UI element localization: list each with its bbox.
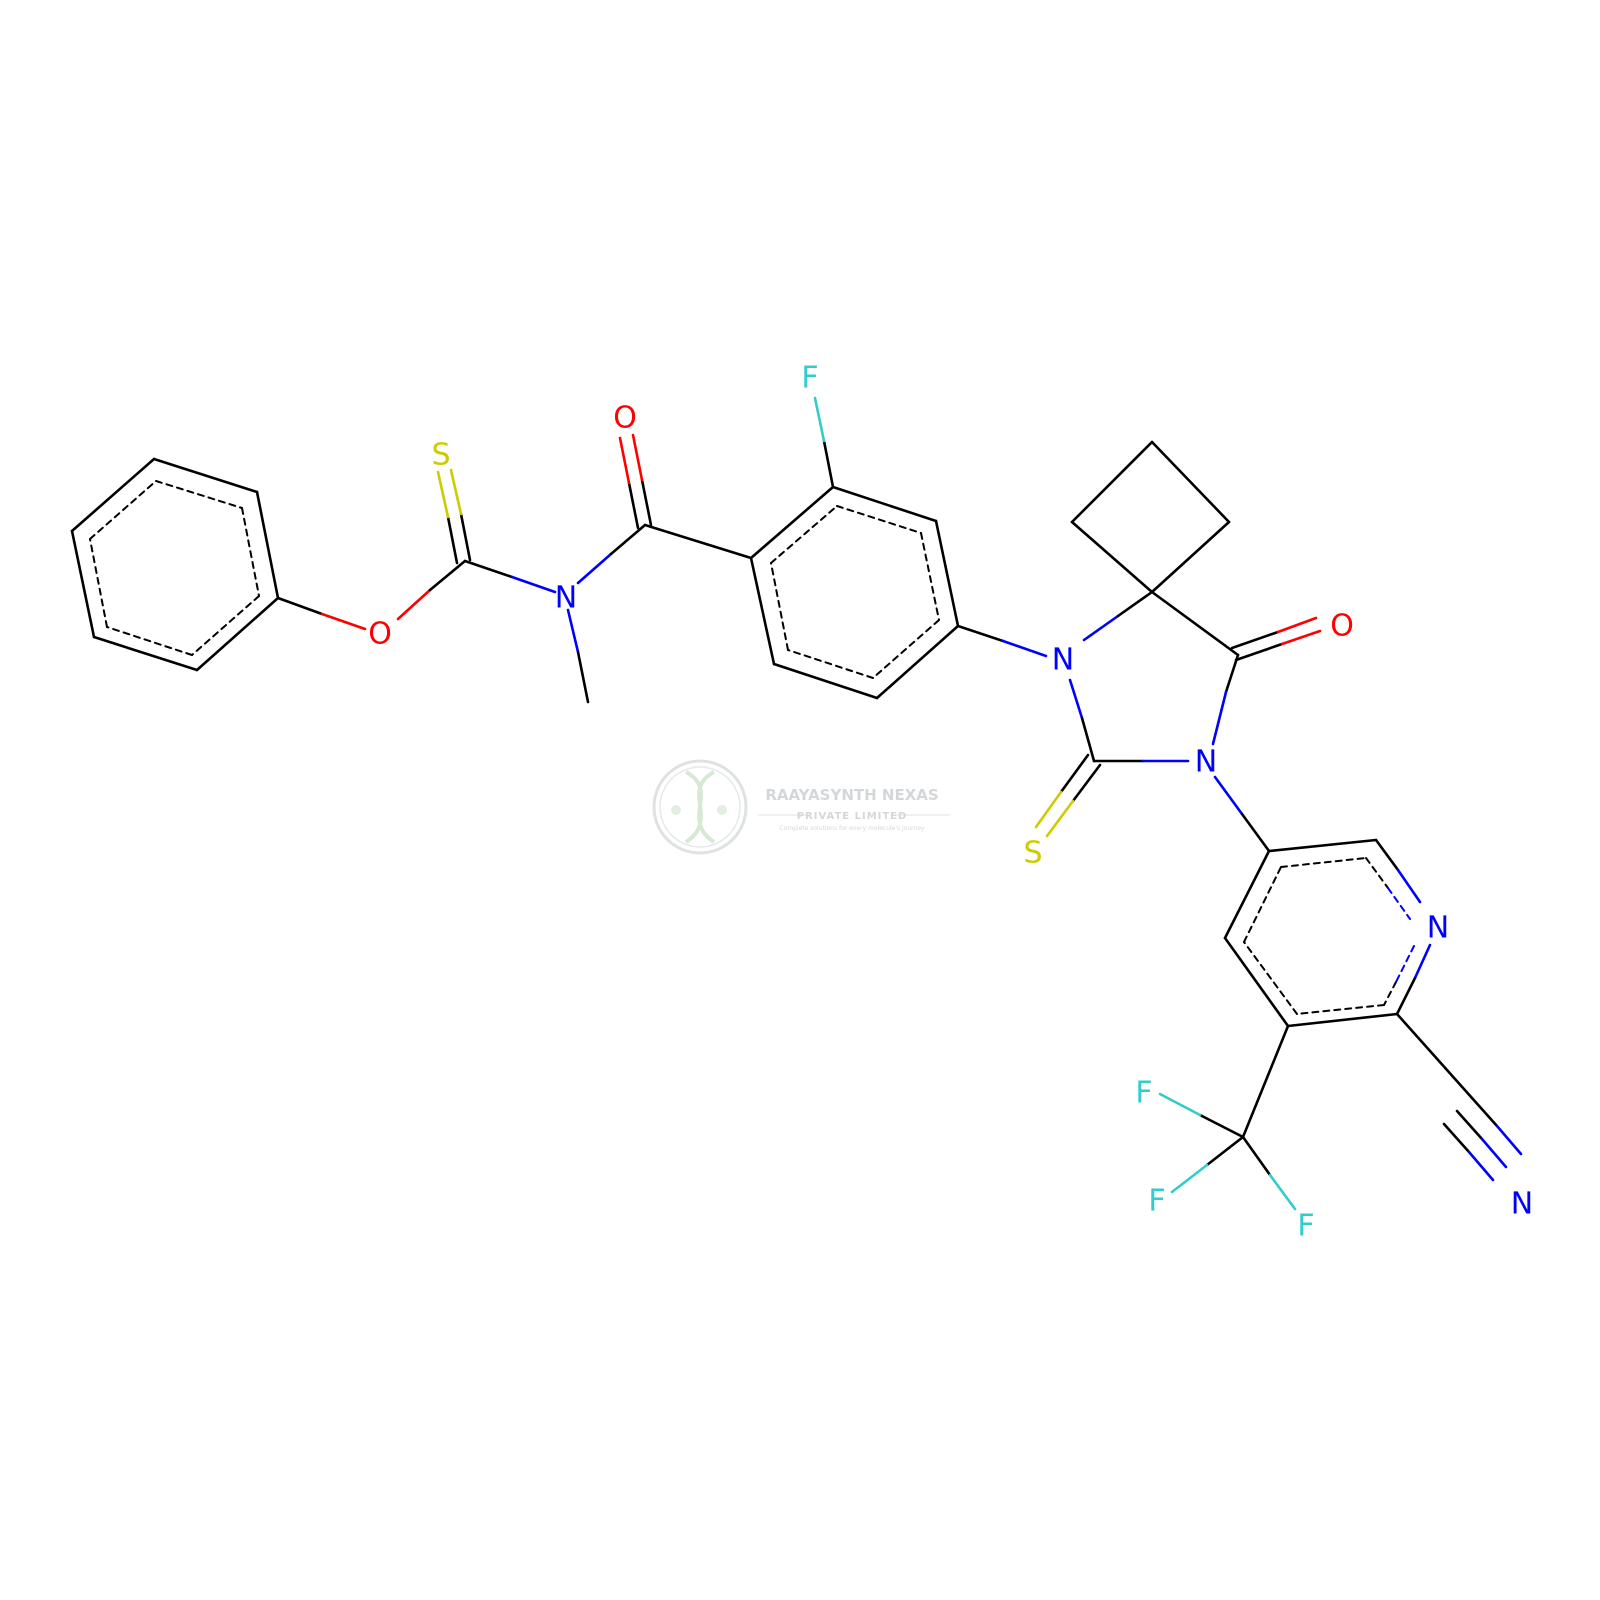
- atom-nitrogen-5: N: [1511, 1187, 1533, 1222]
- cyclobutane-ring: [1070, 440, 1231, 594]
- atom-fluorine-4: F: [1297, 1209, 1314, 1244]
- atom-labels: S O F N O N O N S N F F F N: [368, 361, 1533, 1244]
- atom-fluorine-2: F: [1135, 1076, 1152, 1111]
- atom-fluorine-3: F: [1148, 1184, 1165, 1219]
- benzene-ring-aromatic: [770, 505, 940, 679]
- watermark-title: RAAYASYNTH NEXAS: [765, 786, 938, 804]
- benzene-ring: [749, 485, 960, 700]
- atom-oxygen-2: O: [613, 401, 637, 436]
- atom-sulfur-2: S: [1023, 836, 1042, 871]
- atom-oxygen-1: O: [368, 617, 392, 652]
- atom-sulfur-1: S: [431, 438, 450, 473]
- atom-oxygen-3: O: [1330, 609, 1354, 644]
- atom-nitrogen-4: N: [1427, 911, 1449, 946]
- bond-lines: [70, 396, 1523, 1211]
- watermark-logo: RAAYASYNTH NEXAS PRIVATE LIMITED Complet…: [652, 759, 950, 855]
- phenyl-ring: [70, 457, 280, 672]
- atom-fluorine-1: F: [801, 361, 818, 396]
- atom-nitrogen-1: N: [555, 581, 577, 616]
- phenyl-ring-aromatic: [89, 480, 260, 656]
- watermark-subtitle: PRIVATE LIMITED: [797, 811, 908, 822]
- atom-nitrogen-2: N: [1052, 643, 1074, 678]
- atom-nitrogen-3: N: [1195, 745, 1217, 780]
- watermark-tagline: Complete solutions for every molecule's …: [779, 825, 925, 832]
- pyridine-ring: [1223, 838, 1432, 1028]
- pyridine-ring-aromatic: [1243, 857, 1415, 1015]
